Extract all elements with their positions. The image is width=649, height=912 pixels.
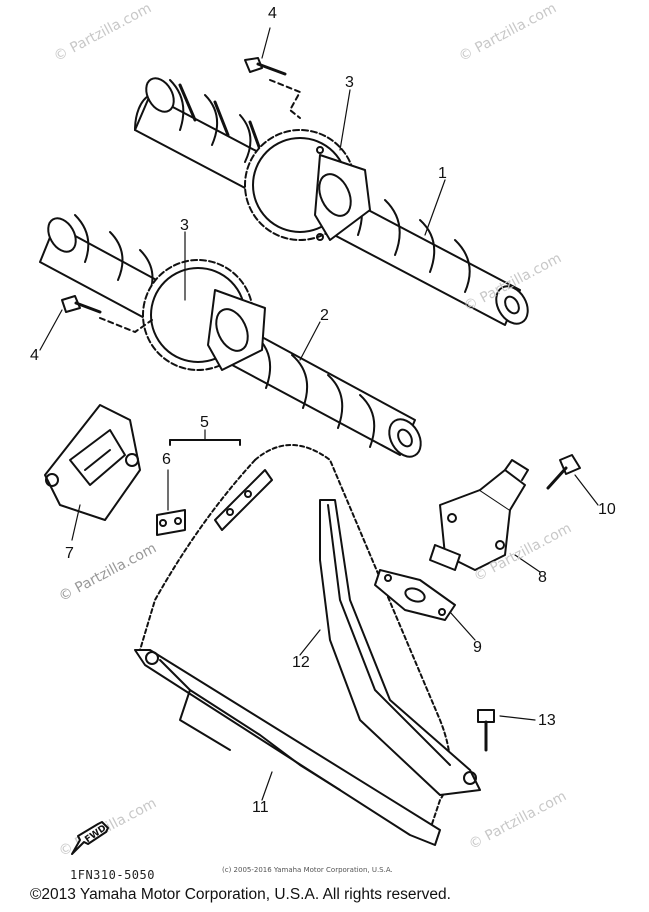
chain-joint-set: [156, 439, 273, 536]
copyright-text: ©2013 Yamaha Motor Corporation, U.S.A. A…: [30, 886, 451, 903]
bolt-10: [546, 454, 581, 490]
bolt-lower: [61, 295, 153, 333]
part-label-4-lower: 4: [30, 347, 39, 364]
fwd-arrow-icon: FWD: [71, 821, 109, 855]
part-label-2: 2: [320, 307, 329, 324]
part-label-11: 11: [252, 799, 269, 816]
part-label-3-upper: 3: [345, 74, 354, 91]
bolt-upper: [244, 57, 301, 119]
part-label-12: 12: [292, 654, 310, 671]
part-label-5: 5: [200, 414, 209, 431]
sprocket-upper: [244, 129, 371, 241]
part-label-4-upper: 4: [268, 5, 277, 22]
chain-guide-lower: [134, 649, 441, 846]
leader-lines: [39, 27, 599, 801]
part-label-3-lower: 3: [180, 217, 189, 234]
part-label-6: 6: [162, 451, 171, 468]
chain-guide-upper: [44, 404, 141, 521]
gasket: [374, 569, 456, 621]
part-label-7: 7: [65, 545, 74, 562]
part-label-1: 1: [438, 165, 447, 182]
bolt-13: [477, 709, 495, 752]
sprocket-lower: [142, 259, 266, 371]
small-copyright: (c) 2005-2016 Yamaha Motor Corporation, …: [222, 866, 393, 874]
tensioner-assembly: [429, 459, 529, 571]
part-label-10: 10: [598, 501, 616, 518]
part-label-8: 8: [538, 569, 547, 586]
part-label-13: 13: [538, 712, 556, 729]
part-label-9: 9: [473, 639, 482, 656]
diagram-code: 1FN310-5050: [70, 868, 155, 882]
cam-chain: [139, 444, 451, 831]
tensioner-guide: [319, 499, 481, 796]
